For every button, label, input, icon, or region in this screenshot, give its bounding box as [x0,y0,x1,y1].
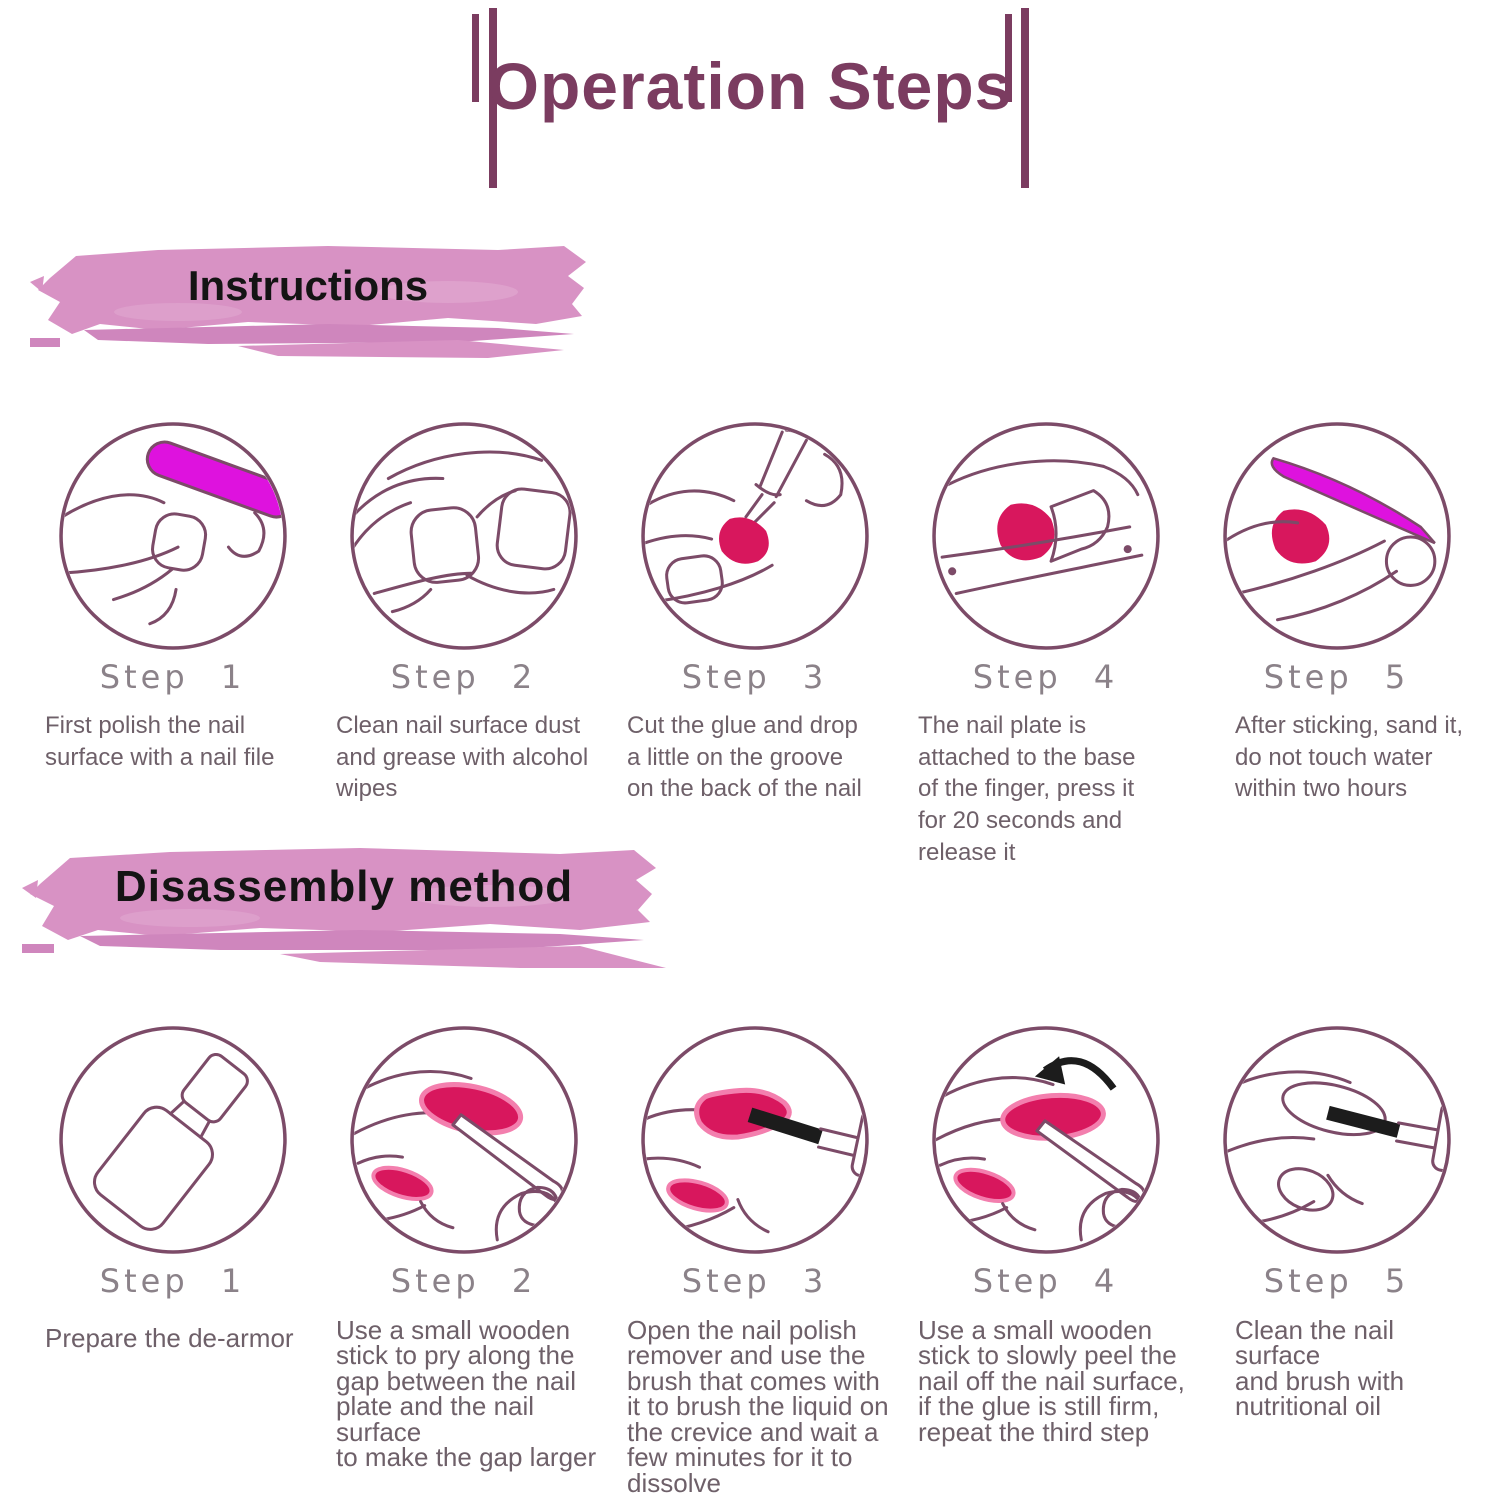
title-decor-bar-left-short [472,14,479,102]
step-card: Step 1 Prepare the de-armor [27,1024,318,1496]
step-label: Step 3 [681,658,828,696]
step-description: Clean the nail surface and brush with nu… [1235,1315,1405,1422]
step-card: Step 5 Clean the nail surface and brush … [1191,1024,1482,1496]
title-decor-bar-right-tall [1021,8,1029,188]
instructions-steps-row: Step 1 First polish the nail surface wit… [27,420,1483,868]
step-label: Step 2 [390,1262,537,1300]
nutrition-oil-brush-icon [1222,1026,1451,1254]
step-card: Step 3 Open the nail polish remover and … [609,1024,900,1496]
step-description: The nail plate is attached to the base o… [918,712,1136,866]
step-description: Open the nail polish remover and use the… [627,1315,889,1497]
disassembly-steps-row: Step 1 Prepare the de-armor [27,1024,1483,1496]
peel-nail-icon [931,1026,1160,1254]
step-description: Prepare the de-armor [45,1323,294,1353]
sand-nail-icon [1222,422,1451,650]
step-label: Step 4 [972,658,1119,696]
step-card: Step 5 After sticking, sand it, do not t… [1191,420,1482,868]
pry-stick-icon [349,1026,578,1254]
section-heading-disassembly: Disassembly method [20,828,668,990]
step-description: Use a small wooden stick to pry along th… [336,1315,597,1473]
step-card: Step 3 Cut the glue and drop a little on… [609,420,900,868]
step-description: First polish the nail surface with a nai… [45,712,275,771]
glue-drop-icon [640,422,869,650]
step-label: Step 3 [681,1262,828,1300]
step-description: Cut the glue and drop a little on the gr… [627,712,862,803]
press-nail-icon [931,422,1160,650]
brush-stroke-icon [30,246,586,358]
step-label: Step 5 [1263,658,1410,696]
section-heading-text: Disassembly method [114,862,574,911]
remover-brush-icon [640,1026,869,1254]
step-card: Step 2 Clean nail surface dust and greas… [318,420,609,868]
step-description: Use a small wooden stick to slowly peel … [918,1315,1185,1447]
step-label: Step 5 [1263,1262,1410,1300]
nail-file-polish-icon [58,422,287,650]
step-description: Clean nail surface dust and grease with … [336,712,589,803]
step-card: Step 4 Use a small wooden stick to slowl… [900,1024,1191,1496]
step-label: Step 2 [390,658,537,696]
step-label: Step 1 [99,1262,246,1300]
title-decor-bar-left-tall [489,8,497,188]
step-card: Step 2 Use a small wooden stick to pry a… [318,1024,609,1496]
brush-stroke-icon [22,848,666,968]
title-decor-bar-right-short [1005,14,1012,102]
section-heading-text: Instructions [187,262,429,309]
remover-bottle-icon [58,1026,287,1254]
section-heading-instructions: Instructions [28,226,588,378]
step-description: After sticking, sand it, do not touch wa… [1235,712,1464,803]
step-label: Step 1 [99,658,246,696]
alcohol-wipe-icon [349,422,578,650]
step-card: Step 1 First polish the nail surface wit… [27,420,318,868]
step-card: Step 4 The nail plate is attached to the… [900,420,1191,868]
step-label: Step 4 [972,1262,1119,1300]
page-title: Operation Steps [487,49,1013,123]
